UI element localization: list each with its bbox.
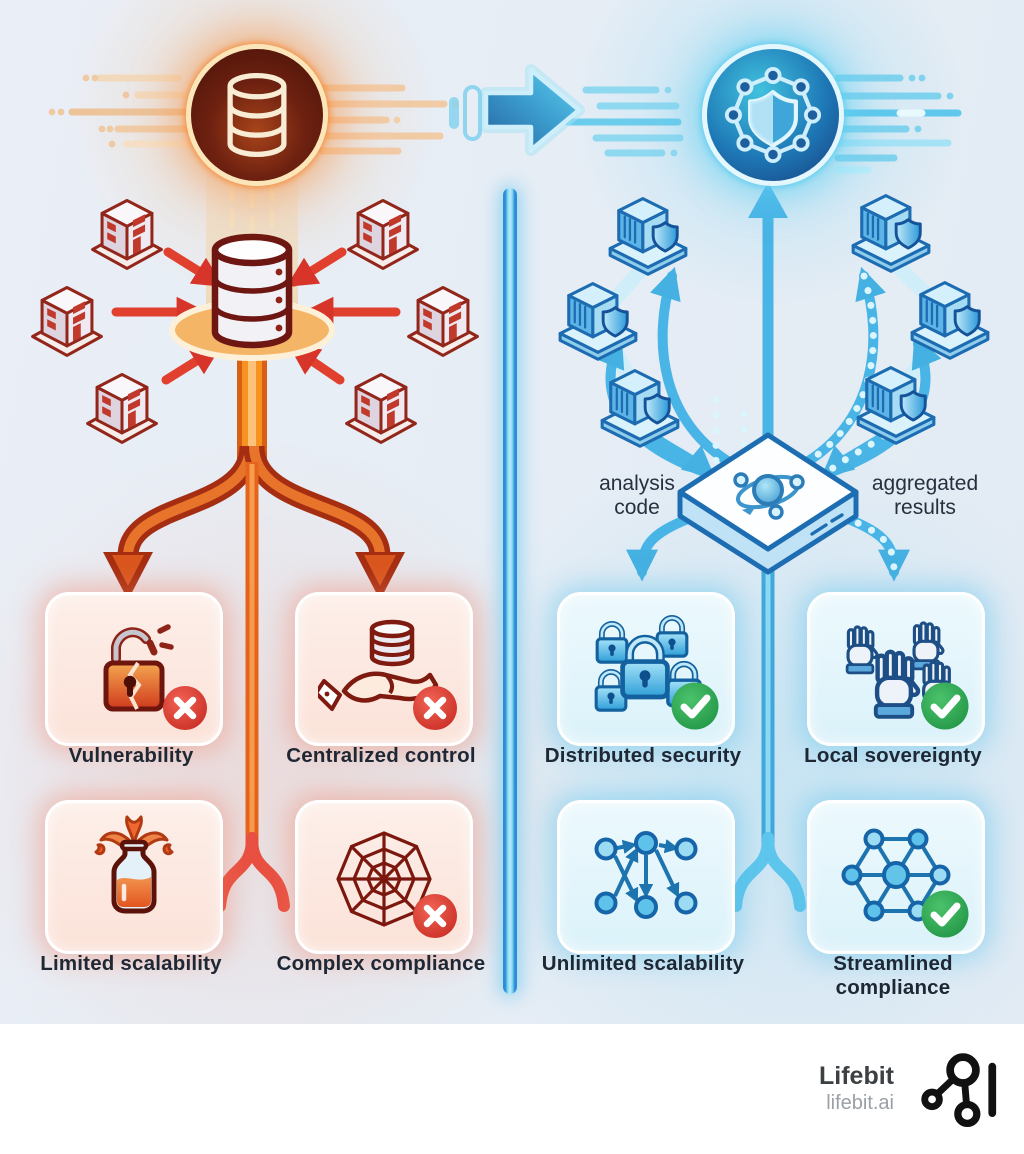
label-vulnerability: Vulnerability [68,744,194,767]
label-distributed-security: Distributed security [544,744,742,767]
diagram-artwork [31,64,990,912]
left-right-divider [503,188,517,994]
positive-badge-icon [671,682,719,730]
label-limited-scalability: Limited scalability [40,952,222,975]
card-vulnerability [45,592,223,746]
brand-block: Lifebit lifebit.ai [819,1063,894,1115]
lifebit-logo-icon [921,1053,997,1128]
federated-network-circle [702,44,844,186]
hand-holding-database-icon [318,619,439,711]
spiderweb-icon [336,831,432,927]
speed-lines-right [552,74,962,174]
database-icon [227,73,287,157]
label-complex-compliance: Complex compliance [276,952,486,975]
label-local-sovereignty: Local sovereignty [804,744,982,767]
card-complex-compliance [295,800,473,954]
card-distributed-security [557,592,735,746]
transition-arrow-icon [449,64,585,156]
central-database-icon [169,233,335,361]
federated-network-shield-icon [724,66,822,164]
shielded-buildings-right [558,194,990,448]
footer: Lifebit lifebit.ai [0,1024,1024,1154]
negative-badge-icon [413,686,457,730]
overflowing-flask-icon [94,815,174,914]
card-local-sovereignty [807,592,985,746]
negative-badge-icon [163,686,207,730]
label-streamlined-compliance: Streamlined compliance [833,952,953,999]
federation-hub-icon [677,432,859,575]
positive-badge-icon [921,890,969,938]
card-centralized-control [295,592,473,746]
positive-badge-icon [921,682,969,730]
centralized-database-circle [186,44,328,186]
card-streamlined-compliance [807,800,985,954]
broken-lock-icon [103,624,174,712]
label-centralized-control: Centralized control [286,744,476,767]
card-limited-scalability [45,800,223,954]
negative-badge-icon [413,894,457,938]
speed-lines-left [48,74,459,155]
wheel-network-icon [841,828,951,922]
label-unlimited-scalability: Unlimited scalability [541,952,745,975]
network-graph-icon [594,831,698,919]
brand-domain: lifebit.ai [826,1091,894,1114]
brand-name: Lifebit [819,1062,894,1091]
card-unlimited-scalability [557,800,735,954]
